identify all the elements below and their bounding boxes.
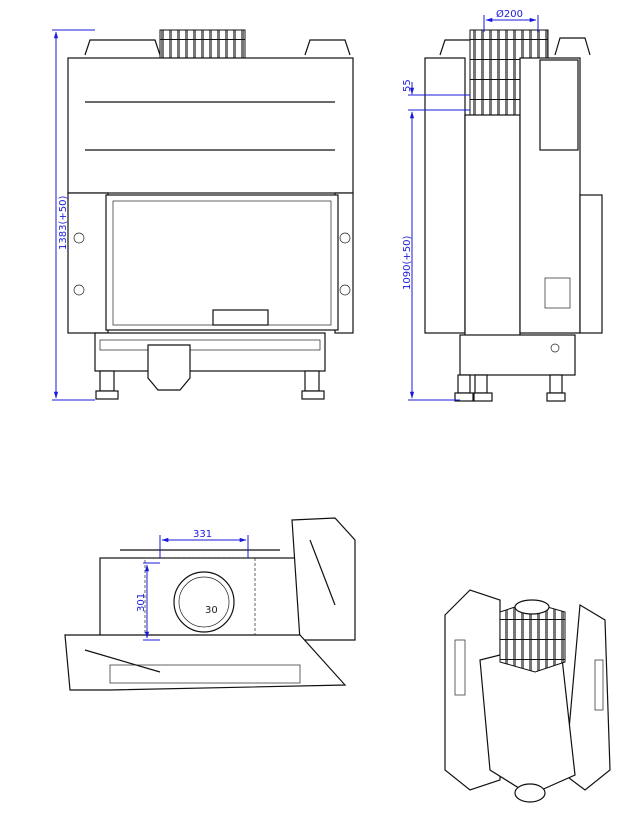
flue-label: 30: [205, 605, 218, 616]
base: [94, 332, 326, 372]
dimension-side: 55 1090(+50): [402, 79, 470, 401]
glass-door: [105, 194, 339, 331]
top-panel: [67, 57, 354, 194]
flue-collar: [173, 571, 235, 633]
door-handle: [212, 309, 269, 326]
dim-label-side-height: 1090(+50): [402, 236, 413, 290]
dimension-flue: Ø200: [483, 8, 539, 32]
dim-label-side-offset: 55: [402, 79, 413, 92]
dim-label-flue-diameter: Ø200: [496, 8, 523, 20]
dim-label-top-depth: 301: [136, 593, 147, 612]
dimension-height-front: 1383(+50): [52, 29, 95, 401]
side-view: [424, 29, 603, 402]
dim-label-front-height: 1383(+50): [58, 196, 69, 250]
front-view: [67, 29, 354, 400]
dim-label-top-width: 331: [193, 529, 212, 540]
top-view: 30: [64, 517, 356, 691]
flue-fins: [159, 29, 246, 61]
isometric-view: [444, 589, 611, 803]
handle-right: [304, 39, 351, 56]
handle-left: [84, 39, 161, 56]
dimension-top: 331 301: [136, 529, 249, 641]
air-inlet: [147, 344, 191, 391]
